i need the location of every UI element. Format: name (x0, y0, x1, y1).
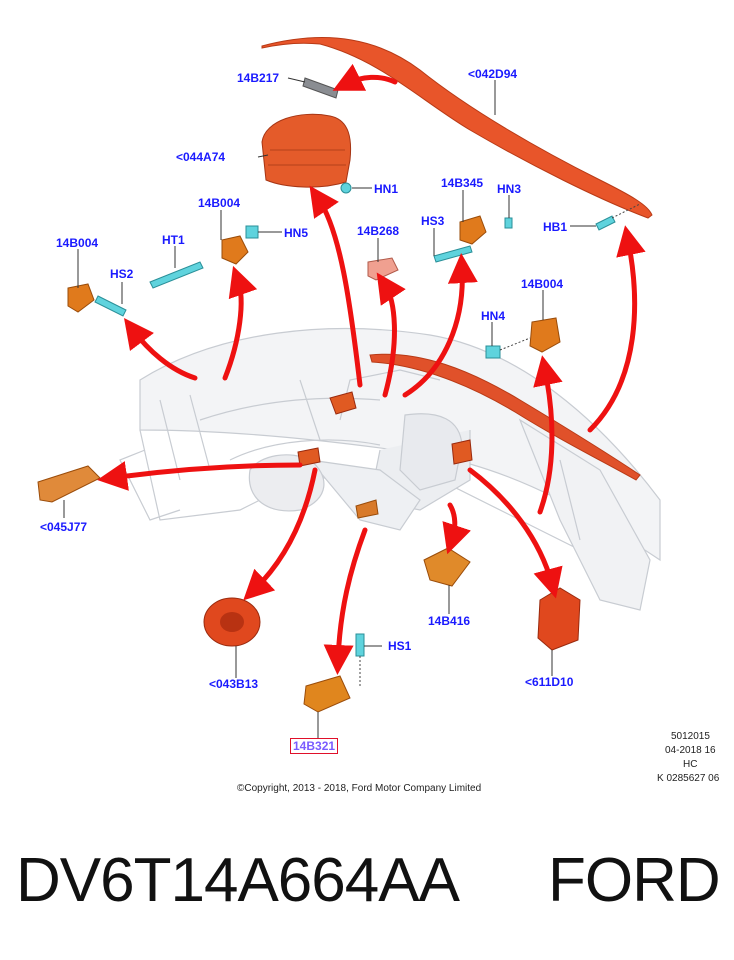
label-042d94: <042D94 (468, 67, 518, 81)
screw-hs3 (433, 245, 473, 263)
label-611d10: <611D10 (525, 675, 574, 689)
brand-name: FORD (548, 846, 721, 915)
bolt-hb1 (595, 215, 616, 231)
label-hs2: HS2 (110, 267, 134, 281)
label-14b321-highlighted[interactable]: 14B321 (290, 738, 339, 754)
driver-airbag-installed (297, 447, 321, 467)
module-14b321 (303, 675, 351, 713)
curtain-airbag-042d94 (261, 37, 653, 219)
screw-hs1 (355, 633, 365, 657)
sensor-14b268 (367, 257, 399, 281)
label-14b217: 14B217 (237, 71, 280, 85)
steering-hub-icon (220, 612, 244, 632)
sensor-14b416 (423, 547, 471, 587)
vehicle-interior-ghost (119, 328, 661, 611)
copyright-text: ©Copyright, 2013 - 2018, Ford Motor Comp… (237, 783, 482, 794)
screw-hn3 (504, 217, 513, 229)
knee-airbag-045j77 (37, 465, 101, 503)
label-hs1: HS1 (388, 639, 412, 653)
label-045j77: <045J77 (40, 520, 88, 534)
label-hs3: HS3 (421, 214, 445, 228)
meta-line-3: HC (683, 759, 698, 770)
meta-line-1: 5012015 (671, 731, 710, 742)
meta-line-2: 04-2018 16 (665, 745, 716, 756)
label-14b004-right: 14B004 (521, 277, 564, 291)
sensor-14b004-left (67, 283, 95, 313)
label-14b004-left: 14B004 (56, 236, 99, 250)
pointer-arrows (97, 63, 646, 675)
screw-hs2 (94, 295, 127, 317)
part-number: DV6T14A664AA (16, 846, 460, 915)
curtain-airbag-lower (369, 353, 641, 481)
label-hn1: HN1 (374, 182, 399, 196)
bracket-14b217 (302, 77, 339, 99)
tether-ht1 (149, 261, 204, 289)
label-hn3: HN3 (497, 182, 522, 196)
nut-hn4 (485, 345, 501, 359)
module-installed (355, 499, 379, 519)
label-043b13: <043B13 (209, 677, 259, 691)
meta-line-4: K 0285627 06 (657, 773, 720, 784)
seat-airbag-611d10 (537, 587, 581, 651)
passenger-airbag-044a74 (261, 113, 352, 188)
label-ht1: HT1 (162, 233, 185, 247)
sensor-14b345 (459, 215, 487, 245)
nut-hn5 (245, 225, 259, 239)
nut-hn1 (340, 182, 352, 194)
label-044a74: <044A74 (176, 150, 226, 164)
sensor-14b004-right (529, 317, 561, 353)
passenger-airbag-installed (329, 391, 357, 415)
label-14b345: 14B345 (441, 176, 484, 190)
sensor-14b004-upper (221, 235, 249, 265)
label-14b004-upper: 14B004 (198, 196, 241, 210)
label-hb1: HB1 (543, 220, 568, 234)
leader-lines (63, 77, 596, 738)
label-hn4: HN4 (481, 309, 506, 323)
label-14b268: 14B268 (357, 224, 400, 238)
label-hn5: HN5 (284, 226, 309, 240)
seat-airbag-installed (451, 439, 473, 465)
label-14b416: 14B416 (428, 614, 471, 628)
